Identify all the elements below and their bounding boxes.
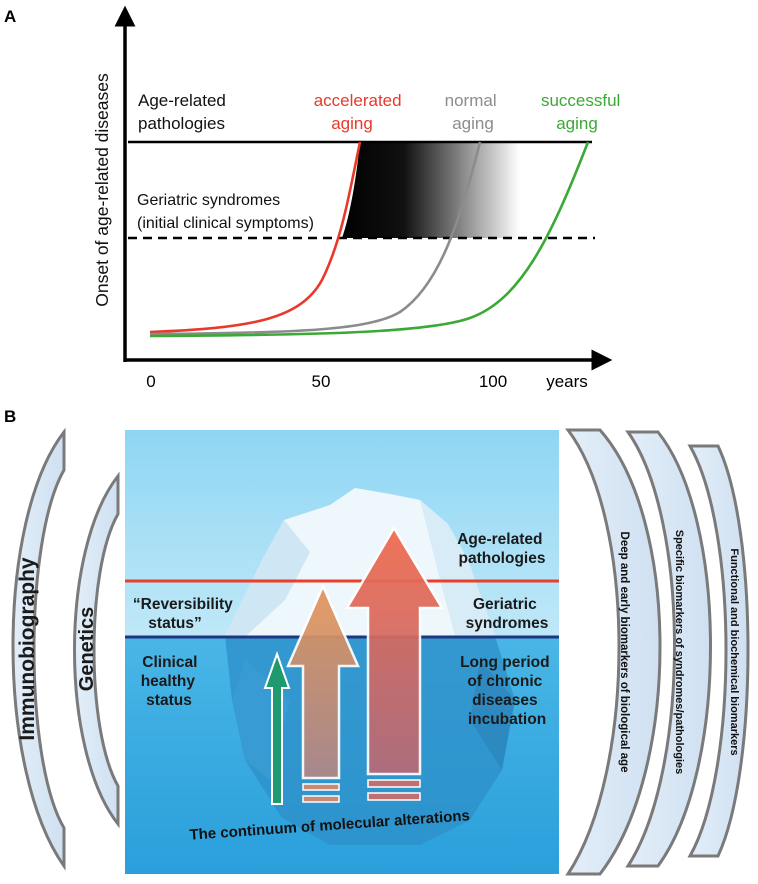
- genetics-arc: [73, 471, 120, 829]
- syndromes-label: Geriatric syndromes (initial clinical sy…: [137, 192, 314, 232]
- functional-biomarkers-arc: [687, 444, 750, 858]
- panel-a-label: A: [4, 7, 16, 26]
- accelerated-aging-curve: [149, 141, 362, 334]
- panel-b: B Immunobiography Genetics: [4, 407, 750, 876]
- accelerated-aging-label: accelerated aging: [314, 91, 407, 133]
- pathologies-label: Age-related pathologies: [138, 91, 231, 133]
- syndromes-biomarkers-arc: [625, 430, 712, 868]
- immunobiography-arc: [11, 427, 66, 871]
- iceberg-syndromes-label: Geriatric syndromes: [466, 596, 549, 632]
- x-tick-50: 50: [312, 372, 331, 391]
- x-tick-0: 0: [146, 372, 155, 391]
- pathologies-arrow: [344, 525, 445, 801]
- iceberg-top-shade: [225, 520, 310, 636]
- iceberg-top-facet: [420, 500, 495, 636]
- biological-age-label: Deep and early biomarkers of biological …: [618, 532, 630, 773]
- panel-b-label: B: [4, 407, 16, 426]
- successful-aging-curve: [149, 141, 590, 338]
- panel-a: A Onset of age-related diseases Age-rela…: [4, 5, 625, 391]
- healthy-arrow: [263, 650, 291, 805]
- normal-aging-curve: [149, 141, 482, 336]
- syndromes-biomarkers-label: Specific biomarkers of syndromes/patholo…: [673, 530, 685, 775]
- functional-biomarkers-label: Functional and biochemical biomarkers: [728, 548, 740, 755]
- immunobiography-label: Immunobiography: [16, 557, 39, 740]
- iceberg-reversibility-label: “Reversibility status”: [133, 596, 237, 632]
- iceberg-healthy-label: Clinical healthy status: [141, 654, 202, 709]
- iceberg-pathologies-label: Age-related pathologies: [457, 531, 547, 567]
- y-axis-label: Onset of age-related diseases: [92, 73, 112, 307]
- x-unit-label: years: [546, 372, 588, 391]
- x-tick-100: 100: [479, 372, 507, 391]
- successful-aging-label: successful aging: [541, 91, 625, 133]
- iceberg-underwater-facet-2: [470, 660, 515, 770]
- normal-aging-label: normal aging: [445, 91, 502, 133]
- iceberg-incubation-label: Long period of chronic diseases incubati…: [460, 654, 554, 728]
- severity-gradient-band: [342, 142, 520, 238]
- genetics-label: Genetics: [76, 607, 98, 691]
- biological-age-arc: [564, 428, 662, 876]
- syndromes-arrow: [286, 582, 360, 803]
